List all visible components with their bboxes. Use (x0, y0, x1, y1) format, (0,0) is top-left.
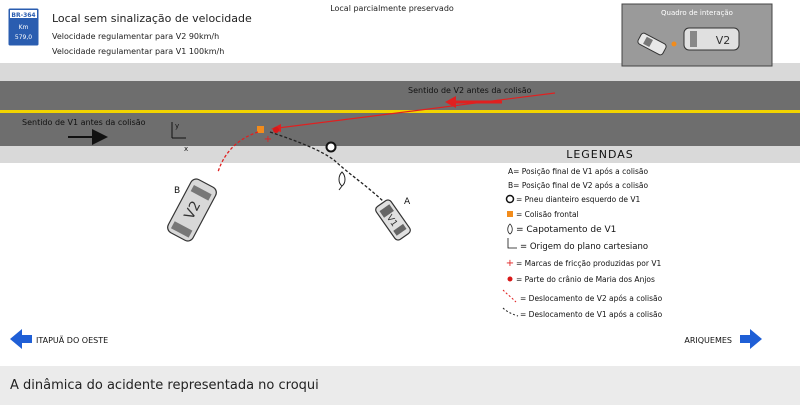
friction-marks: + (264, 134, 272, 145)
header-speed-v1: Velocidade regulamentar para V1 100km/h (52, 47, 224, 56)
legend-title: LEGENDAS (566, 148, 634, 161)
accident-sketch: BR-364 Km 579,0 Local sem sinalização de… (0, 3, 800, 349)
caption-bar: A dinâmica do acidente representada no c… (0, 366, 800, 405)
header-title: Local sem sinalização de velocidade (52, 12, 252, 25)
vehicle-v1: V1 (375, 199, 411, 241)
inset-v2-label: V2 (716, 34, 731, 47)
road-sign: BR-364 Km 579,0 (7, 7, 40, 47)
frontal-collision-marker (257, 126, 264, 133)
legend-item: = Colisão frontal (516, 210, 579, 219)
v1-rollover-symbol (338, 171, 346, 191)
road-shoulder-top (0, 63, 800, 81)
v1-direction-label: Sentido de V1 antes da colisão (22, 118, 146, 127)
legend-item: A= Posição final de V1 após a colisão (508, 167, 649, 176)
inset-title: Quadro de interação (661, 9, 733, 17)
v2-direction-label: Sentido de V2 antes da colisão (408, 86, 532, 95)
road-surface (0, 81, 800, 146)
position-a-label: A (404, 197, 411, 207)
direction-left-label: ITAPUÃ DO OESTE (36, 335, 108, 345)
tire-front-left (325, 141, 337, 153)
direction-right-label: ARIQUEMES (684, 336, 732, 345)
preservation-note: Local parcialmente preservado (330, 4, 454, 13)
legend-item: = Origem do plano cartesiano (520, 242, 648, 252)
position-b-label: B (174, 186, 180, 196)
legend-item: = Deslocamento de V2 após a colisão (520, 294, 663, 303)
skull-fragment-marker (273, 127, 279, 133)
vehicle-v2-label: V2 (181, 199, 204, 223)
cartesian-origin: y x (171, 122, 188, 153)
interaction-inset: Quadro de interação V2 (621, 3, 773, 67)
road-center-line (0, 110, 800, 113)
legend-item: = Parte do crânio de Maria dos Anjos (516, 275, 655, 284)
caption-text: A dinâmica do acidente representada no c… (10, 378, 319, 393)
axis-x-label: x (184, 145, 188, 153)
legend-item: = Capotamento de V1 (516, 225, 616, 235)
v1-displacement-path (269, 131, 387, 205)
vehicle-v2: V2 (167, 178, 217, 242)
sign-top-text: BR-364 (11, 12, 35, 19)
legend-item: = Pneu dianteiro esquerdo de V1 (516, 195, 641, 204)
road-shoulder-bottom (0, 146, 800, 163)
axis-y-label: y (175, 122, 179, 130)
arrow-right-icon (740, 329, 762, 349)
svg-text:+: + (506, 258, 514, 269)
v2-approach-leader (277, 92, 556, 129)
sign-km-value: 579,0 (15, 34, 32, 41)
legend-list: A= Posição final de V1 após a colisão B=… (502, 167, 663, 319)
legend-item: = Deslocamento de V1 após a colisão (520, 310, 663, 319)
arrow-left-icon (10, 329, 32, 349)
legend-item: B= Posição final de V2 após a colisão (508, 181, 649, 190)
legend-item: = Marcas de fricção produzidas por V1 (516, 259, 661, 268)
sign-km-text: Km (19, 24, 29, 31)
header-speed-v2: Velocidade regulamentar para V2 90km/h (52, 32, 219, 41)
